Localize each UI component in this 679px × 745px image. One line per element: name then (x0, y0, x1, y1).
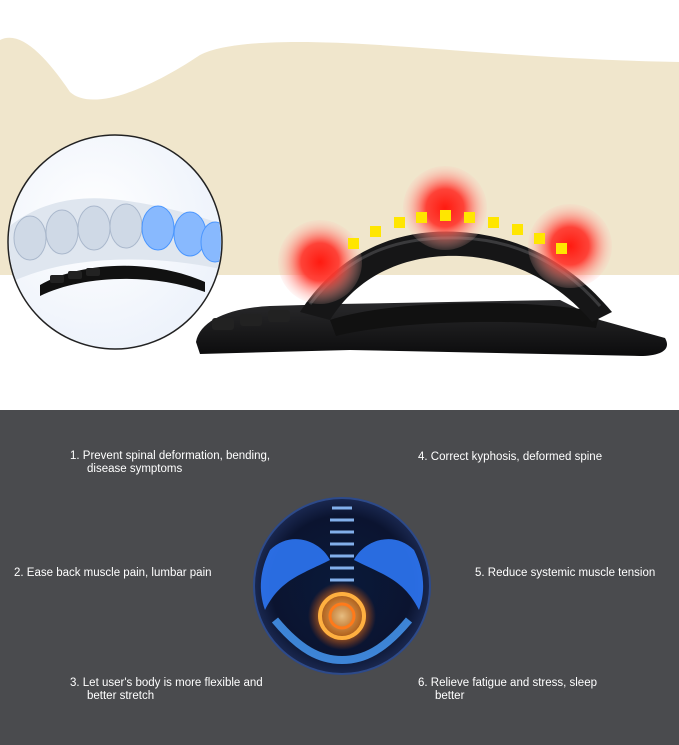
back-stretcher-image (0, 37, 679, 356)
benefit-1-line2: disease symptoms (87, 463, 183, 475)
benefits-panel: 1. Prevent spinal deformation, bending, … (0, 410, 679, 745)
benefit-2: 2. Ease back muscle pain, lumbar pain (14, 567, 212, 580)
spine-pelvis-glow-image (253, 497, 431, 675)
heat-glow-icon (278, 220, 362, 304)
benefit-5-line1: 5. Reduce systemic muscle tension (475, 567, 656, 579)
benefit-5: 5. Reduce systemic muscle tension (475, 567, 655, 580)
benefit-3-line2: better stretch (87, 690, 155, 702)
stretcher-rail (330, 302, 600, 336)
benefit-3: 3. Let user's body is more flexible and … (70, 677, 263, 703)
spine-inset-image (7, 134, 223, 350)
stretcher-teeth (212, 310, 290, 330)
benefit-3-line1: 3. Let user's body is more flexible and (70, 677, 263, 689)
heat-dots (348, 210, 567, 254)
heat-glow-icon (528, 204, 612, 288)
product-hero (0, 37, 679, 356)
benefit-6: 6. Relieve fatigue and stress, sleep bet… (418, 677, 597, 703)
benefit-4-line1: 4. Correct kyphosis, deformed spine (418, 451, 603, 463)
benefit-2-line1: 2. Ease back muscle pain, lumbar pain (14, 567, 212, 579)
benefit-6-line2: better (435, 690, 465, 702)
benefit-6-line1: 6. Relieve fatigue and stress, sleep (418, 677, 597, 689)
benefit-1: 1. Prevent spinal deformation, bending, … (70, 450, 270, 476)
heat-glow-icon (403, 166, 487, 250)
benefit-1-line1: 1. Prevent spinal deformation, bending, (70, 450, 271, 462)
benefit-4: 4. Correct kyphosis, deformed spine (418, 451, 602, 464)
